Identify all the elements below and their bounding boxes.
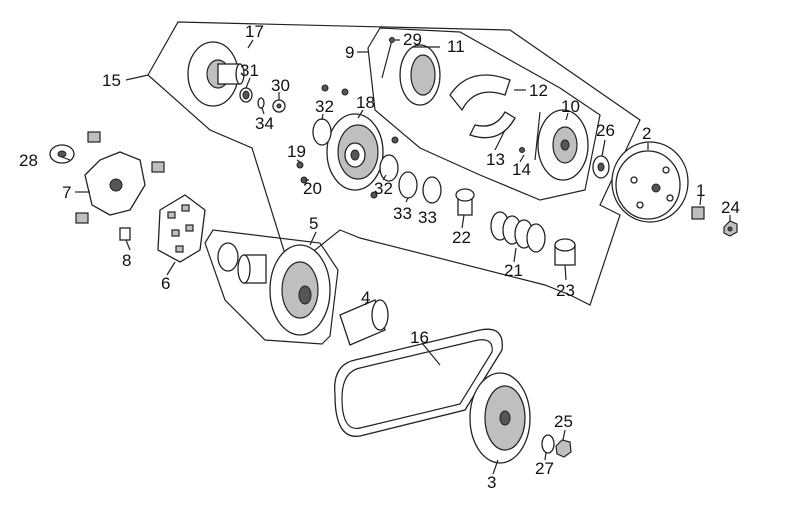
part-22-collar [455, 188, 475, 216]
part-17-driven-plate [187, 41, 245, 107]
part-8-slider [119, 227, 131, 241]
part-27-washer [541, 434, 555, 454]
part-19-20-pins [296, 84, 399, 199]
part-5-movable-drive-face [217, 242, 331, 336]
label-part-20: 20 [303, 179, 322, 198]
label-part-26: 26 [596, 121, 615, 140]
part-4-bushing [339, 299, 389, 346]
assembly-5-outline [204, 229, 339, 345]
label-part-3: 3 [487, 473, 496, 492]
label-part-9: 9 [345, 43, 354, 62]
part-14-pins [519, 111, 541, 161]
assembly-15-outline [147, 21, 641, 306]
leader-lines [61, 39, 731, 475]
label-part-12: 12 [529, 81, 548, 100]
label-part-6: 6 [161, 274, 170, 293]
label-part-15: 15 [102, 71, 121, 90]
part-11-plate [399, 44, 441, 106]
label-part-32-lower: 32 [374, 179, 393, 198]
label-part-1: 1 [696, 181, 705, 200]
part-18-fan-pulley [326, 113, 384, 191]
label-part-8: 8 [122, 251, 131, 270]
part-23-sleeve [554, 238, 576, 266]
part-26-bearing [592, 155, 610, 179]
label-part-28: 28 [19, 151, 38, 170]
label-part-24: 24 [721, 198, 740, 217]
label-part-31: 31 [240, 61, 259, 80]
label-part-10: 10 [561, 97, 580, 116]
part-2-clutch-bell [611, 141, 689, 223]
label-part-30: 30 [271, 76, 290, 95]
label-part-25: 25 [554, 412, 573, 431]
part-32-rings [312, 118, 399, 182]
label-part-2: 2 [642, 124, 651, 143]
label-part-13: 13 [486, 150, 505, 169]
label-part-16: 16 [410, 328, 429, 347]
label-part-23: 23 [556, 281, 575, 300]
part-34-clip [257, 97, 265, 109]
part-10-clutch-plate [537, 109, 589, 181]
label-part-18: 18 [356, 93, 375, 112]
label-part-34: 34 [255, 114, 274, 133]
label-part-5: 5 [309, 214, 318, 233]
part-30-washer [272, 99, 286, 113]
part-31-bushing [239, 87, 253, 103]
label-part-11: 11 [447, 37, 465, 56]
label-part-19: 19 [287, 142, 306, 161]
assembly-9-outline [367, 27, 601, 201]
label-part-27: 27 [535, 459, 554, 478]
label-part-14: 14 [512, 160, 531, 179]
label-part-22: 22 [452, 228, 471, 247]
label-part-33-right: 33 [418, 208, 437, 227]
part-33-o-rings [398, 171, 442, 204]
part-16-belt [334, 328, 503, 437]
part-21-spring [490, 211, 546, 253]
label-part-29: 29 [403, 30, 422, 49]
part-1-collar [691, 206, 705, 220]
part-24-nut [723, 220, 738, 237]
part-slider-pieces [75, 131, 165, 224]
label-part-7: 7 [62, 183, 71, 202]
label-part-21: 21 [504, 261, 523, 280]
label-part-33-left: 33 [393, 204, 412, 223]
label-part-4: 4 [361, 288, 370, 307]
part-12-13-clutch-shoes [449, 74, 516, 139]
part-7-ramp-plate [84, 151, 146, 216]
part-29-bolts [381, 37, 395, 79]
part-28-washer [49, 144, 75, 164]
part-6-roller-weights [157, 194, 206, 263]
label-part-17: 17 [245, 22, 264, 41]
label-part-32-upper: 32 [315, 97, 334, 116]
part-25-nut [555, 439, 572, 458]
part-3-fan-drive-face [469, 372, 531, 464]
